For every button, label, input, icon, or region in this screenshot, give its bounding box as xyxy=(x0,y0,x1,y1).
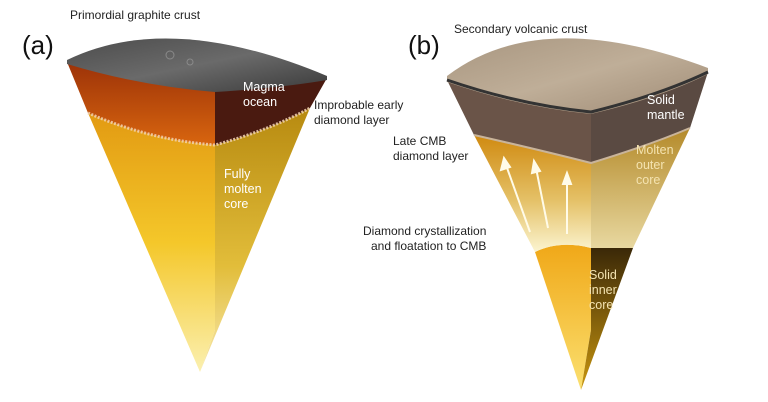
label-line: core xyxy=(224,197,249,211)
panel-a-wedge xyxy=(67,38,327,372)
core-left-face xyxy=(88,113,215,372)
outer-core-right-face xyxy=(591,128,690,248)
label-line: outer xyxy=(636,158,665,172)
label-line: Late CMB xyxy=(393,134,447,148)
inner-core-left-face xyxy=(535,244,591,390)
crater xyxy=(186,58,194,66)
cmb-diamond-layer xyxy=(473,127,691,165)
crater xyxy=(165,50,175,60)
core-right-face xyxy=(200,108,310,372)
magma-right-face xyxy=(215,78,327,145)
label-line: Fully xyxy=(224,167,251,181)
crust-edge xyxy=(446,70,709,114)
label-line: core xyxy=(636,173,661,187)
label-line: and floatation to CMB xyxy=(370,239,487,253)
label-line: Molten xyxy=(636,143,674,157)
graphite-crust xyxy=(67,38,327,92)
arrowhead-icon xyxy=(530,158,542,175)
floatation-arrows xyxy=(499,155,573,234)
mantle-left-face xyxy=(447,80,591,163)
mantle-right-face xyxy=(591,72,708,163)
panel-b-label: (b) xyxy=(408,30,440,60)
panel-a-label: (a) xyxy=(22,30,54,60)
label-line: diamond layer xyxy=(393,149,469,163)
label-line: Magma xyxy=(243,80,285,94)
arrow-icon xyxy=(535,167,549,229)
label-line: molten xyxy=(224,182,262,196)
label-line: ocean xyxy=(243,95,278,109)
label-line: Diamond crystallization xyxy=(363,224,487,238)
volcanic-crust xyxy=(447,38,708,114)
label-line: core xyxy=(589,298,614,312)
label-line: Solid xyxy=(589,268,617,282)
inner-core-right-face xyxy=(581,248,633,390)
label-line: Solid xyxy=(647,93,675,107)
label-line: Improbable early xyxy=(314,98,404,112)
crust-label-a: Primordial graphite crust xyxy=(70,8,201,22)
label-line: mantle xyxy=(647,108,685,122)
arrowhead-icon xyxy=(499,155,512,172)
crust-label-b: Secondary volcanic crust xyxy=(454,22,588,36)
label-line: diamond layer xyxy=(314,113,390,127)
diamond-layer xyxy=(87,106,311,147)
arrow-icon xyxy=(505,164,531,233)
arrowhead-icon xyxy=(561,170,573,185)
magma-left-face xyxy=(67,62,215,145)
panel-b-wedge xyxy=(446,38,709,390)
label-line: inner xyxy=(589,283,617,297)
